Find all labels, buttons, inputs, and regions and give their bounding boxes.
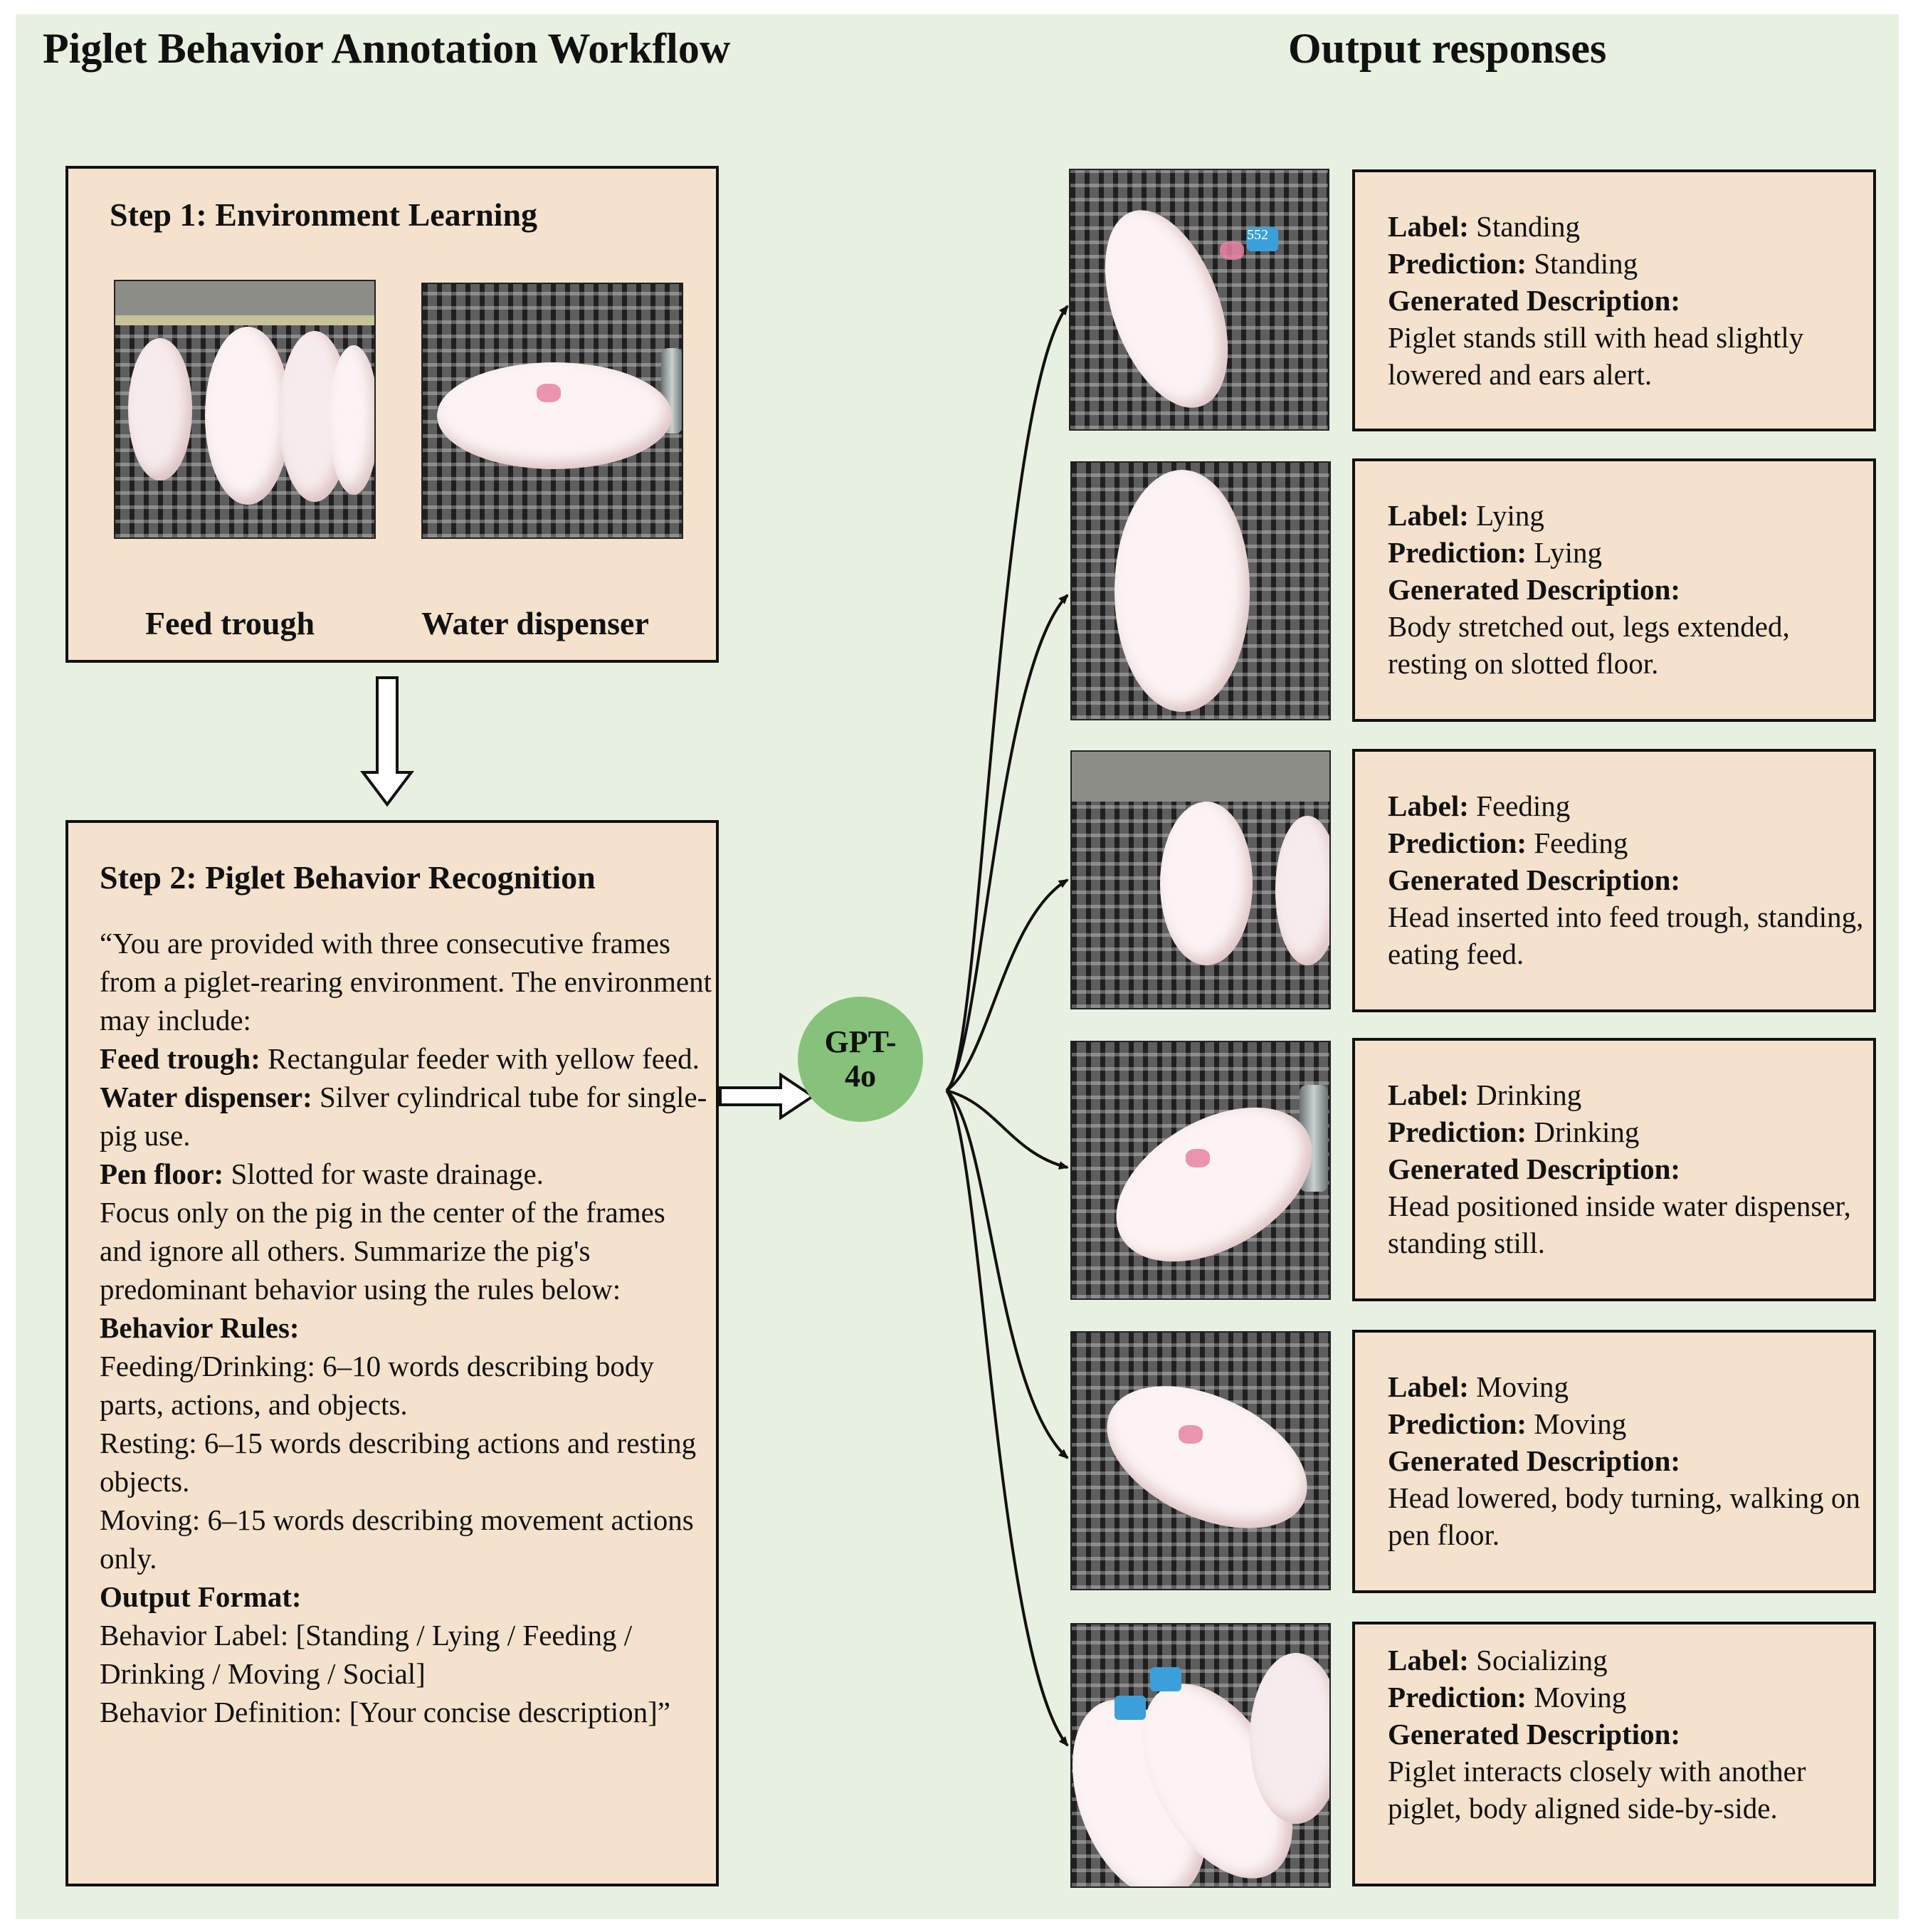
response-label: Standing <box>1468 210 1580 243</box>
step2-title: Step 2: Piglet Behavior Recognition <box>100 859 596 896</box>
workflow-title: Piglet Behavior Annotation Workflow <box>43 25 731 72</box>
prompt-text: “You are provided with three consecutive… <box>100 924 712 1731</box>
env-item-pen-floor: Pen floor: Slotted for waste drainage. <box>100 1157 544 1190</box>
arrow-to-moving <box>945 1089 1069 1459</box>
arrow-to-standing <box>945 305 1069 1092</box>
output-title: Output responses <box>1288 25 1607 72</box>
drinking-image <box>1070 1041 1331 1300</box>
standing-image: 552 <box>1069 169 1329 431</box>
response-description: Head positioned inside water dispenser, … <box>1388 1190 1851 1259</box>
arrow-to-feeding <box>945 878 1069 1092</box>
response-prediction: Lying <box>1527 536 1603 569</box>
response-description: Piglet stands still with head slightly l… <box>1388 321 1804 391</box>
moving-image <box>1070 1331 1331 1590</box>
feeding-image <box>1070 750 1331 1009</box>
response-box-drinking: Label: Drinking Prediction: Drinking Gen… <box>1352 1038 1876 1301</box>
env-item-feed-trough: Feed trough: Rectangular feeder with yel… <box>100 1042 700 1075</box>
socializing-image <box>1070 1623 1331 1888</box>
response-label: Moving <box>1468 1370 1569 1403</box>
down-hollow-arrow <box>359 676 415 807</box>
response-label: Feeding <box>1468 789 1571 822</box>
gpt-label-line2: 4o <box>845 1059 876 1093</box>
step1-box: Step 1: Environment Learning Feed trough… <box>65 166 719 663</box>
response-description: Body stretched out, legs extended, resti… <box>1388 610 1790 680</box>
water-dispenser-image <box>421 283 683 539</box>
gpt-4o-node: GPT-4o <box>798 997 923 1122</box>
output-format-definition-line: Behavior Definition: [Your concise descr… <box>100 1696 670 1728</box>
feed-trough-image <box>114 280 376 539</box>
response-box-socializing: Label: Socializing Prediction: Moving Ge… <box>1352 1622 1876 1886</box>
response-prediction: Standing <box>1527 247 1638 280</box>
response-label: Drinking <box>1468 1078 1582 1111</box>
lying-image <box>1070 461 1331 720</box>
response-box-standing: Label: Standing Prediction: Standing Gen… <box>1352 169 1876 431</box>
prompt-intro: “You are provided with three consecutive… <box>100 927 712 1036</box>
prompt-focus: Focus only on the pig in the center of t… <box>100 1196 665 1306</box>
right-hollow-arrow <box>719 1072 816 1120</box>
response-prediction: Moving <box>1527 1681 1627 1713</box>
response-prediction: Moving <box>1527 1407 1627 1440</box>
arrow-to-drinking <box>946 1089 1069 1170</box>
water-dispenser-caption: Water dispenser <box>421 605 649 641</box>
response-box-lying: Label: Lying Prediction: Lying Generated… <box>1352 458 1876 722</box>
output-format-heading: Output Format: <box>100 1580 302 1613</box>
response-description: Head lowered, body turning, walking on p… <box>1388 1481 1860 1551</box>
gpt-label-line1: GPT- <box>824 1024 897 1059</box>
rule-moving: Moving: 6–15 words describing movement a… <box>100 1503 694 1575</box>
step2-box: Step 2: Piglet Behavior Recognition “You… <box>65 820 719 1886</box>
rule-feeding-drinking: Feeding/Drinking: 6–10 words describing … <box>100 1350 654 1421</box>
rules-heading: Behavior Rules: <box>100 1311 300 1344</box>
arrow-to-lying <box>945 594 1069 1092</box>
response-label: Socializing <box>1468 1644 1608 1676</box>
step1-title: Step 1: Environment Learning <box>110 196 538 233</box>
feed-trough-caption: Feed trough <box>145 605 315 641</box>
response-box-feeding: Label: Feeding Prediction: Feeding Gener… <box>1352 749 1876 1012</box>
response-box-moving: Label: Moving Prediction: Moving Generat… <box>1352 1330 1876 1593</box>
env-item-water-dispenser: Water dispenser: Silver cylindrical tube… <box>100 1081 707 1152</box>
response-prediction: Drinking <box>1527 1115 1640 1148</box>
arrow-to-socializing <box>945 1089 1069 1747</box>
response-prediction: Feeding <box>1527 826 1628 859</box>
output-format-label-line: Behavior Label: [Standing / Lying / Feed… <box>100 1619 633 1690</box>
response-description: Piglet interacts closely with another pi… <box>1388 1755 1806 1825</box>
response-label: Lying <box>1468 499 1544 532</box>
rule-resting: Resting: 6–15 words describing actions a… <box>100 1427 697 1498</box>
response-description: Head inserted into feed trough, standing… <box>1388 901 1864 970</box>
